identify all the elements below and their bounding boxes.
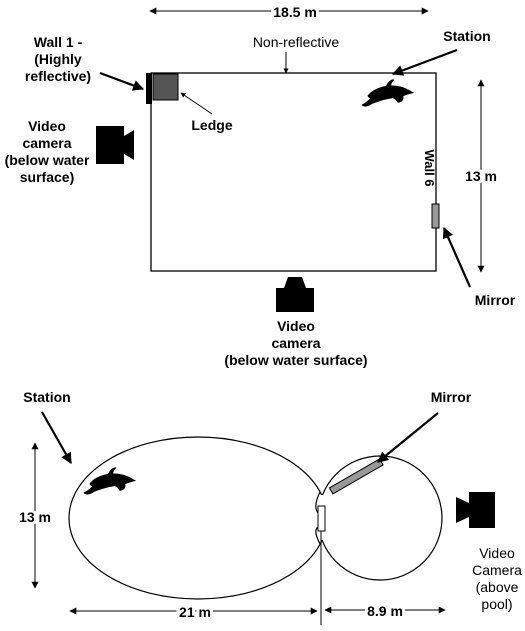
dolphin-icon (361, 79, 415, 107)
cam-left-1: Video (28, 118, 66, 134)
wall1-arrow (99, 71, 145, 91)
main-pool-lobe (68, 436, 328, 600)
mirror-top (431, 203, 440, 229)
station-arrow-top (391, 48, 458, 76)
mirror-bottom (328, 458, 384, 495)
dolphin-icon (83, 467, 137, 495)
video-camera-icon (456, 492, 495, 528)
cam-left-4: surface) (20, 169, 74, 185)
bottom-height-label: 13 m (19, 509, 51, 525)
joint-curve-top (315, 491, 321, 514)
wall6-label: Wall 6 (422, 149, 437, 186)
mirror-label-top: Mirror (475, 292, 516, 308)
station-label-top: Station (443, 28, 490, 44)
mirror-label-bottom: Mirror (431, 389, 472, 405)
small-pool-lobe (317, 455, 443, 581)
ledge-label: Ledge (191, 117, 232, 133)
mirror-arrow-top (442, 226, 472, 288)
mirror-arrow-bottom (377, 412, 439, 463)
cam-right-3: (above (476, 579, 519, 595)
cam-bottom-1: Video (277, 318, 315, 334)
cam-right-4: pool) (481, 596, 512, 612)
width-dimension-label: 18.5 m (273, 4, 317, 20)
gate (317, 505, 326, 532)
wall-1 (146, 73, 152, 104)
ledge (152, 73, 179, 101)
height-dimension-label: 13 m (465, 168, 497, 184)
station-label-bottom: Station (23, 389, 70, 405)
wall1-label-3: reflective) (25, 68, 91, 84)
rectangular-pool (150, 72, 437, 272)
dim-21-label: 21 m (179, 604, 211, 620)
cam-right-2: Camera (472, 562, 522, 578)
wall1-label-2: (Highly (34, 51, 82, 67)
cam-right-1: Video (479, 545, 515, 561)
joint-curve-bottom (315, 526, 321, 545)
video-camera-icon (96, 126, 134, 164)
station-arrow-bottom (41, 411, 72, 464)
nonreflective-label: Non-reflective (253, 34, 340, 50)
ledge-arrow (180, 92, 213, 115)
cam-bottom-3: (below water surface) (224, 352, 367, 368)
dim-89-label: 8.9 m (367, 603, 403, 619)
video-camera-icon (276, 277, 314, 312)
cam-left-3: (below water (5, 152, 90, 168)
cam-bottom-2: camera (271, 335, 320, 351)
wall1-label-1: Wall 1 - (34, 34, 83, 50)
cam-left-2: camera (22, 135, 71, 151)
